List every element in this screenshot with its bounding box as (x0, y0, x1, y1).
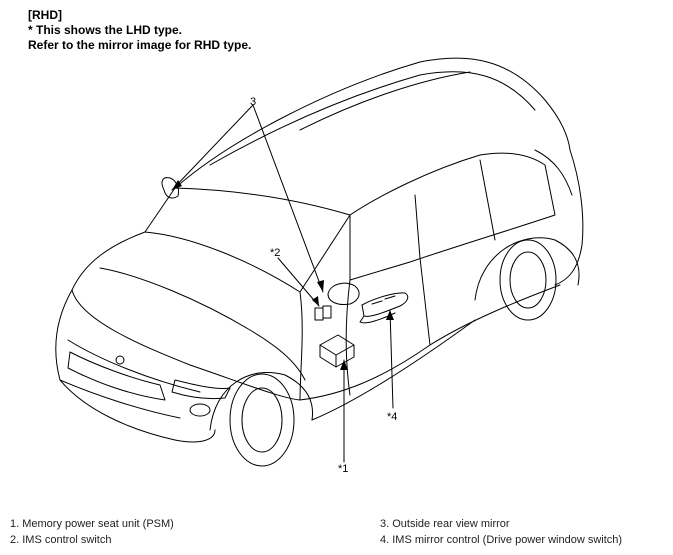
header-note: [RHD] * This shows the LHD type. Refer t… (28, 8, 251, 53)
legend-right: 3. Outside rear view mirror 4. IMS mirro… (380, 516, 622, 548)
lhd-note: * This shows the LHD type. (28, 23, 183, 37)
memory-power-seat-unit (319, 334, 355, 368)
legend-item-4: 4. IMS mirror control (Drive power windo… (380, 534, 623, 546)
callout-2: *2 (270, 247, 280, 259)
legend-item-1: 1. Memory power seat unit (PSM) (10, 518, 174, 530)
legend-item-3: 3. Outside rear view mirror (380, 518, 510, 530)
rhd-tag: [RHD] (28, 8, 62, 22)
arrow-heads (172, 180, 394, 370)
ims-mirror-control-switch (359, 292, 409, 324)
callout-4: *4 (387, 411, 397, 423)
callout-1: *1 (338, 463, 348, 475)
legend-left: 1. Memory power seat unit (PSM) 2. IMS c… (10, 516, 174, 548)
mirror-note: Refer to the mirror image for RHD type. (28, 38, 252, 52)
vehicle-outline (55, 57, 584, 467)
leader-lines (171, 104, 394, 463)
outside-mirror-right (327, 282, 360, 305)
legend-item-2: 2. IMS control switch (10, 534, 112, 546)
callout-3: 3 (250, 96, 256, 108)
vehicle-component-diagram: 3 *2 *1 *4 (55, 57, 584, 475)
ims-control-switch (314, 305, 332, 321)
